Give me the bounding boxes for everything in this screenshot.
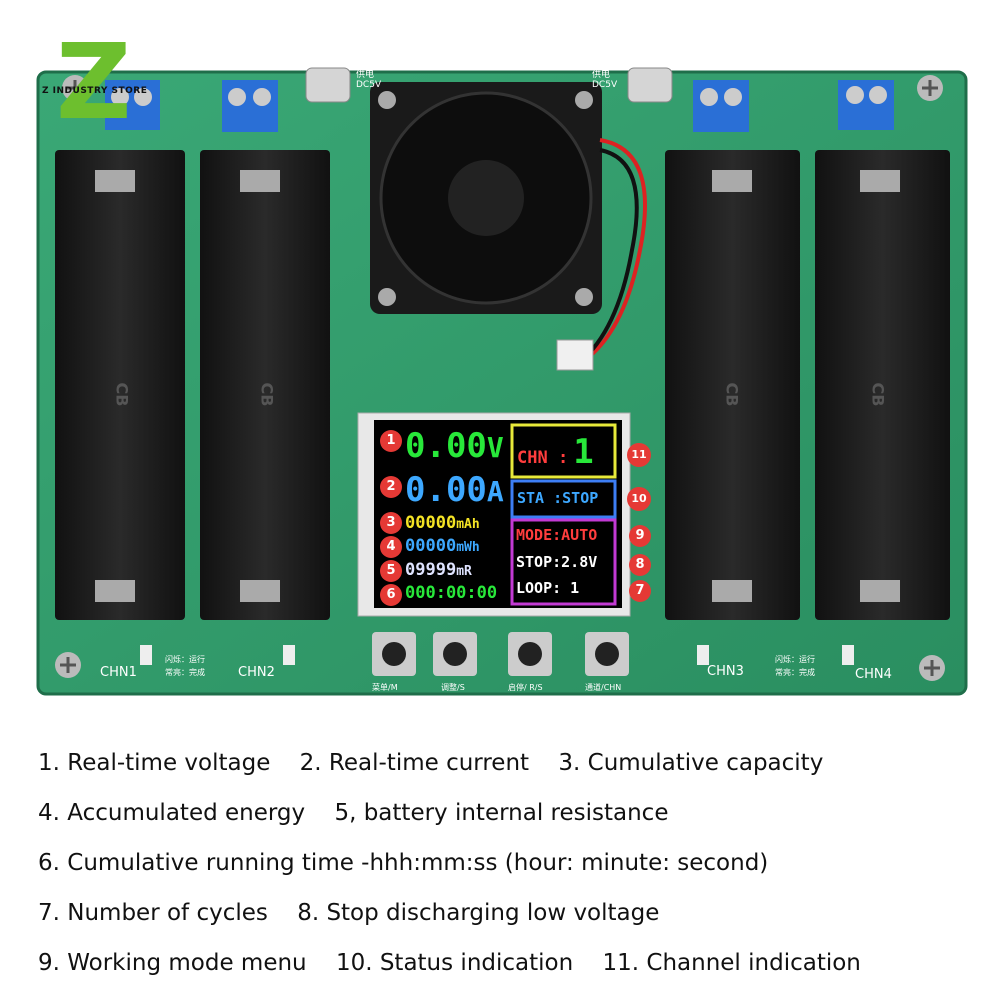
terminal-block [838,80,894,130]
channel-prefix: CHN : [517,448,569,468]
battery-holder [665,150,800,620]
lcd-voltage: 0.00V [405,426,504,468]
channel-label: CHN4 [855,667,892,682]
caption-line: 9. Working mode menu 10. Status indicati… [38,940,978,990]
marker: 1 [380,430,402,452]
screw-icon [919,655,945,681]
resistance-value: 09999 [405,560,457,580]
cell-marking: CB [112,382,132,407]
caption-line: 1. Real-time voltage 2. Real-time curren… [38,740,978,790]
power-label: 供电 DC5V [592,70,618,90]
lcd-screen [374,420,622,608]
button-channel [585,632,629,676]
battery-holder [815,150,950,620]
lcd-status: STA :STOP [517,489,599,507]
status-led [140,645,152,665]
marker: 7 [629,580,651,602]
button-label: 通道/CHN [585,683,622,692]
terminal-block [222,80,278,132]
usb-c-port [627,67,673,103]
battery-holder [55,150,185,620]
lcd-time: 000:00:00 [405,583,498,603]
marker: 8 [629,554,651,576]
marker: 11 [627,443,651,467]
marker: 2 [380,476,402,498]
channel-label: CHN2 [238,665,275,680]
led-legend-solid: 常亮：完成 [165,668,205,677]
button-adjust [433,632,477,676]
channel-label: CHN1 [100,665,137,680]
marker: 10 [627,487,651,511]
marker: 5 [380,560,402,582]
capacity-unit: mAh [456,517,480,532]
status-led [842,645,854,665]
battery-holder [200,150,330,620]
brand-name: Z INDUSTRY STORE [42,86,148,96]
lcd-stop: STOP:2.8V [516,553,598,571]
channel-value: 1 [573,432,594,472]
product-photo: Z Z INDUSTRY STORE 供电 DC5V 供电 DC5V CB CB… [36,30,968,696]
caption-item: 4. Accumulated energy [38,800,306,826]
cell-marking: CB [868,382,888,407]
caption-item: 7. Number of cycles [38,900,268,926]
voltage-unit: V [486,431,504,464]
marker: 9 [629,525,651,547]
board-illustration [36,67,968,696]
button-label: 调整/S [441,683,465,692]
energy-value: 00000 [405,536,457,556]
marker: 3 [380,512,402,534]
lcd-channel: CHN : 1 [517,432,594,478]
lcd-energy: 00000mWh [405,536,480,558]
lcd-mode: MODE:AUTO [516,526,598,544]
led-legend-flash: 闪烁：运行 [165,655,205,664]
screw-icon [917,75,943,101]
resistance-unit: mR [456,564,472,579]
caption-line: 6. Cumulative running time -hhh:mm:ss (h… [38,840,978,890]
energy-unit: mWh [456,540,480,555]
cell-marking: CB [722,382,742,407]
marker: 6 [380,584,402,606]
caption-item: 2. Real-time current [299,750,530,776]
status-led [697,645,709,665]
brand-logo: Z Z INDUSTRY STORE [42,30,156,146]
caption-item: 5, battery internal resistance [334,800,669,826]
cell-marking: CB [257,382,277,407]
caption-item: 10. Status indication [335,950,574,976]
fan-connector [556,339,594,371]
caption-item: 8. Stop discharging low voltage [297,900,660,926]
status-led [283,645,295,665]
lcd-loop: LOOP: 1 [516,579,580,597]
caption-item: 1. Real-time voltage [38,750,271,776]
marker: 4 [380,536,402,558]
lcd-resistance: 09999mR [405,560,472,582]
terminal-block [105,80,160,130]
caption-item: 9. Working mode menu [38,950,307,976]
lcd-current: 0.00A [405,470,504,512]
capacity-value: 00000 [405,513,457,533]
button-label: 菜单/M [372,683,398,692]
cooling-fan-icon [370,82,602,314]
caption-line: 4. Accumulated energy 5, battery interna… [38,790,978,840]
screw-icon [62,75,88,101]
channel-label: CHN3 [707,664,744,679]
voltage-value: 0.00 [405,426,487,466]
button-menu [372,632,416,676]
lcd-capacity: 00000mAh [405,513,480,535]
button-start-stop [508,632,552,676]
logo-letter: Z [56,21,132,143]
button-label: 启停/ R/S [508,683,543,692]
terminal-block [693,80,749,132]
led-legend-solid: 常亮：完成 [775,668,815,677]
led-legend-flash: 闪烁：运行 [775,655,815,664]
screw-icon [55,652,81,678]
power-label: 供电 DC5V [356,70,382,90]
caption-line: 7. Number of cycles 8. Stop discharging … [38,890,978,940]
caption-item: 11. Channel indication [602,950,861,976]
caption-item: 6. Cumulative running time -hhh:mm:ss (h… [38,850,769,876]
feature-captions: 1. Real-time voltage 2. Real-time curren… [38,740,978,990]
current-value: 0.00 [405,470,487,510]
caption-item: 3. Cumulative capacity [558,750,824,776]
current-unit: A [486,475,504,508]
usb-c-port [305,67,351,103]
